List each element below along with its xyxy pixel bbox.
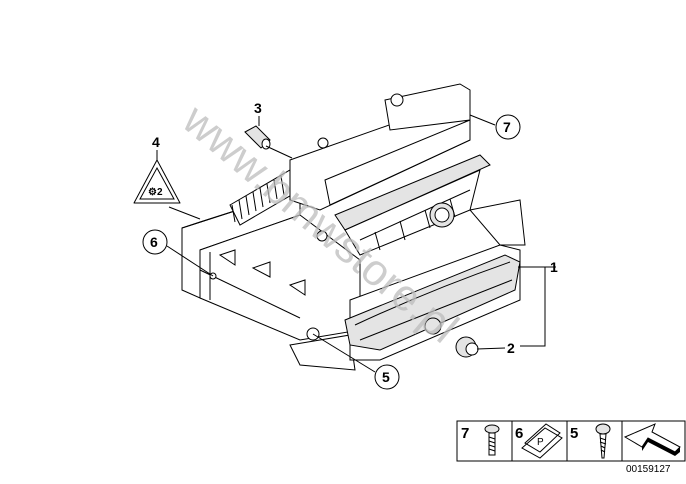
callout-2: 2 bbox=[507, 340, 515, 356]
svg-text:P: P bbox=[537, 437, 544, 448]
screw-with-washer-icon bbox=[484, 424, 500, 456]
clip-nut-icon: P bbox=[521, 423, 563, 459]
fastener-legend: 7 6 P 5 bbox=[456, 420, 686, 462]
callout-6-circle bbox=[142, 229, 168, 255]
part-2-knob bbox=[455, 336, 479, 358]
legend-number-6: 6 bbox=[515, 425, 523, 442]
legend-number-5: 5 bbox=[570, 425, 578, 442]
legend-number-7: 7 bbox=[461, 425, 469, 442]
part-3-knob bbox=[244, 125, 293, 159]
callout-1: 1 bbox=[550, 259, 558, 275]
arrow-direction-icon bbox=[623, 423, 681, 456]
part-4-warning-label: ⚙2 bbox=[133, 159, 201, 220]
callout-3: 3 bbox=[254, 100, 262, 116]
small-knob bbox=[424, 317, 442, 335]
radio-unit-housing bbox=[181, 83, 526, 371]
callout-6: 6 bbox=[150, 234, 158, 250]
callout-4: 4 bbox=[152, 134, 160, 150]
callout-5: 5 bbox=[382, 369, 390, 385]
leader-lines bbox=[156, 114, 556, 373]
diagram-number: 00159127 bbox=[626, 464, 671, 475]
front-panel bbox=[289, 83, 491, 256]
callout-7: 7 bbox=[503, 119, 511, 135]
callout-7-circle bbox=[495, 114, 521, 140]
tapping-screw-icon bbox=[595, 423, 611, 459]
callout-5-circle bbox=[374, 364, 400, 390]
svg-text:⚙2: ⚙2 bbox=[148, 187, 163, 198]
